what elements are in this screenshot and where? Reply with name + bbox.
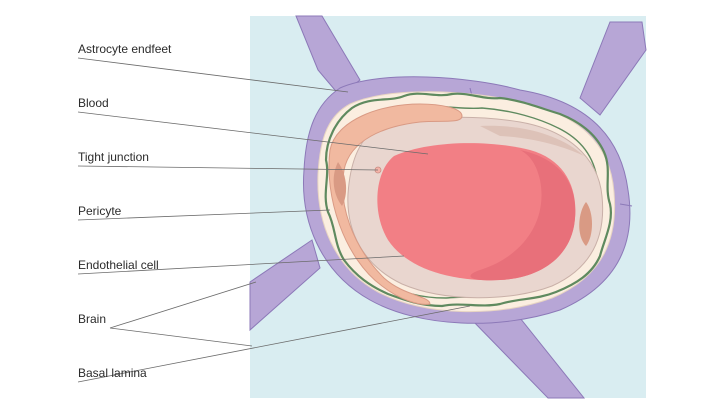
label-blood: Blood	[78, 96, 109, 110]
label-tight-junction: Tight junction	[78, 150, 149, 164]
blood-lumen-shade	[470, 150, 576, 281]
leader-lines	[77, 57, 471, 383]
label-endothelial-cell: Endothelial cell	[78, 258, 159, 272]
label-brain: Brain	[78, 312, 106, 326]
label-pericyte: Pericyte	[78, 204, 122, 218]
basal-lamina-shape	[324, 92, 612, 308]
label-astrocyte-endfeet: Astrocyte endfeet	[78, 42, 172, 56]
pericyte-shape	[328, 103, 592, 305]
label-basal-lamina: Basal lamina	[78, 366, 147, 380]
